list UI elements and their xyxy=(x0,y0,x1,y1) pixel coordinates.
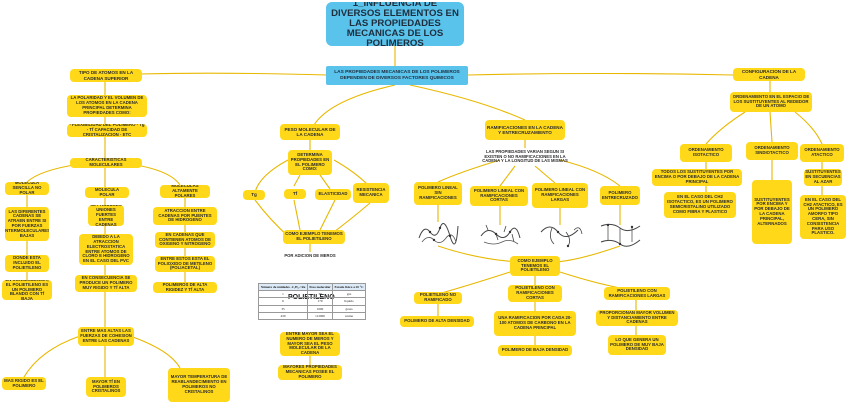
table-header: Estado físico a 20 °C xyxy=(332,282,366,292)
atraccion-cloro-node: DEBIDO A LA ATRACCION ELECTROSTATICA ENT… xyxy=(79,234,133,265)
flexibilidad-node: - FLEXIBILIDAD DEL POLIMERO - Tg - Tf CA… xyxy=(67,124,147,137)
entrecruzado-node: POLIMERO ENTRECRUZADO xyxy=(600,186,640,205)
tg-node: Tg xyxy=(243,190,265,200)
sustituyentes-alternados-node: SUSTITUYENTES POR ENCIMA Y POR DEBAJO DE… xyxy=(752,180,792,244)
long-branch-polymer-illustration xyxy=(540,226,583,248)
ordenamiento-espacio-node: ORDENAMIENTO EN EL ESPACIO DE LOS SUSTIT… xyxy=(730,92,812,112)
pe-no-ramificado-node: POLIETILENO NO RAMIFICADO xyxy=(414,292,462,304)
ramificaciones-node: RAMIFICACIONES EN LA CADENA Y ENTRECRUZA… xyxy=(485,120,565,140)
todos-sustituyentes-node: TODOS LOS SUSTITUYENTES POR ENCIMA O POR… xyxy=(652,169,742,186)
table-row: 35 1000 grasa xyxy=(258,304,366,313)
table-cell: grasa xyxy=(332,304,366,313)
mayor-temperatura-node: MAYOR TEMPERATURA DE REABLANDECIMIENTO E… xyxy=(168,368,230,402)
mayores-propiedades-node: MAYORES PROPIEDADES MECANICAS POSEE EL P… xyxy=(278,365,342,380)
polaridad-node: LA POLARIDAD Y EL VOLUMEN DE LOS ATOMOS … xyxy=(67,95,147,117)
donde-esta-node: DONDE ESTA INCLUIDO EL POLIETILENO xyxy=(5,255,49,272)
table-cell: resina xyxy=(332,311,366,320)
caso-ch2-atactico-node: EN EL CASO DEL CH2 ATACTICO, ES UN POLIM… xyxy=(800,195,846,239)
determina-node: DETERMINA PROPIEDADES EN EL POLIMERO COM… xyxy=(288,150,332,175)
isotactico-node: ORDENAMIENTO ISOTACTICO xyxy=(680,144,732,162)
baja-densidad-node: POLIMERO DE BAJA DENSIDAD xyxy=(498,345,572,356)
caracteristicas-node: CARACTERISTICAS MOLECULARES xyxy=(70,158,142,168)
mayor-peso-node: ENTRE MAYOR SEA EL NUMERO DE MEROS Y MAY… xyxy=(280,332,340,356)
table-row: 430 112000 resina xyxy=(258,311,366,320)
tipo-atomos-node: TIPO DE ATOMOS EN LA CADENA SUPERIOR xyxy=(70,69,142,82)
table-row: 1 30 gas xyxy=(258,290,366,299)
lineal-cortas-node: POLIMERO LINEAL CON RAMIFICACIONES CORTA… xyxy=(470,186,528,206)
caso-ch2-isotactico-node: EN EL CASO DEL CH2 ISOTACTICO, ES UN POL… xyxy=(664,192,736,218)
crosslinked-polymer-illustration xyxy=(600,223,641,247)
lineal-largas-node: POLIMERO LINEAL CON RAMIFICACIONES LARGA… xyxy=(532,183,588,208)
short-branch-polymer-illustration xyxy=(480,224,521,245)
sindiotactico-node: ORDENAMIENTO SINDIOTACTICO xyxy=(746,142,798,160)
polietileno-table: Número de unidades -C₂H₄-/ Re Peso molec… xyxy=(258,282,366,320)
resistencia-node: RESISTENCIA MECANICA xyxy=(353,183,389,203)
puentes-hidrogeno-node: ATRACCION ENTRE CADENAS POR PUENTES DE H… xyxy=(153,207,217,225)
consecuencia-rigido-node: EN CONSECUENCIA SE PRODUCE UN POLIMERO M… xyxy=(75,275,137,292)
lineal-sin-node: POLIMERO LINEAL SIN RAMIFICACIONES xyxy=(414,182,462,205)
map-title: 1_INFLUENCIA DE DIVERSOS ELEMENTOS EN LA… xyxy=(326,2,464,46)
oxigeno-nitrogeno-node: EN CADENAS QUE CONTIENEN ATOMOS DE OXIGE… xyxy=(155,232,215,248)
table-cell: líquido xyxy=(332,297,366,306)
poliacetal-node: ENTRE ESTOS ESTA EL POLIOXIDO DE METILEN… xyxy=(155,256,215,272)
configuracion-node: CONFIGURACION DE LA CADENA xyxy=(733,68,805,81)
elasticidad-node: ELASTICIDAD xyxy=(315,189,351,200)
pe-cortas-node: POLIETILENO CON RAMIFICACIONES CORTAS xyxy=(508,285,562,302)
ejemplo-ramificaciones-node: COMO EJEMPLO TENEMOS EL POLIETILENO xyxy=(510,256,560,276)
table-cell: 1000 xyxy=(306,304,334,313)
table-cell: gas xyxy=(332,290,366,299)
proporcionan-node: PROPORCIONAN MAYOR VOLUMEN Y DISTANCIAMI… xyxy=(596,310,678,326)
table-header: Peso molecular xyxy=(306,282,334,292)
mas-rigido-node: MAS RIGIDO ES EL POLIMERO xyxy=(2,377,46,390)
pe-largas-node: POLIETILENO CON RAMIFICACIONES LARGAS xyxy=(604,287,670,300)
molecula-polar-node: MOLECULA POLAR xyxy=(85,187,129,198)
table-row: 6 170 líquido xyxy=(258,297,366,306)
secuencias-azar-node: SUSTITUYENTES EN SECUENCIAS AL AZAR xyxy=(804,169,842,186)
consecuencia-blando-node: EN CONSECUENCIA, EL POLIETILENO ES UN PO… xyxy=(2,280,52,300)
table-header: Número de unidades -C₂H₄-/ Re xyxy=(258,282,308,292)
tf-node: Tf xyxy=(284,189,306,199)
peso-molecular-node: PESO MOLECULAR DE LA CADENA xyxy=(280,124,340,140)
molecula-sencilla-node: MOLECULA SENCILLA NO POLAR xyxy=(5,182,49,195)
una-ramificacion-node: UNA RAMIFICACION POR CADA 20-100 ATOMOS … xyxy=(494,311,576,336)
fuerzas-cohesion-node: ENTRE MAS ALTAS LAS FUERZAS DE COHESION … xyxy=(78,327,134,346)
table-cell: 35 xyxy=(258,304,308,313)
altamente-polares-node: MOLECULAS ALTAMENTE POLARES xyxy=(160,185,210,198)
table-cell: 6 xyxy=(258,297,308,306)
table-cell: 1 xyxy=(258,290,308,299)
alta-densidad-node: POLIMERO DE ALTA DENSIDAD xyxy=(400,316,474,327)
atactico-node: ORDENAMIENTO ATACTICO xyxy=(800,144,844,162)
main-topic-node: LAS PROPIEDADES MECANICAS DE LOS POLIMER… xyxy=(326,66,468,85)
mayor-tf-node: MAYOR Tf EN POLIMEROS CRISTALINOS xyxy=(86,377,126,397)
table-cell: 170 xyxy=(306,297,334,306)
linear-polymer-illustration xyxy=(418,223,459,245)
polimeros-alta-node: POLIMEROS DE ALTA RIGIDEZ Y Tf ALTA xyxy=(153,282,217,293)
table-cell: 430 xyxy=(258,311,308,320)
por-adicion-label: POR ADICION DE MEROS xyxy=(284,252,336,258)
muy-baja-densidad-node: LO QUE GENERA UN POLIMERO DE MUY BAJA DE… xyxy=(608,335,666,355)
varian-label: LAS PROPIEDADES VARIAN SEGUN SI EXISTEN … xyxy=(482,148,568,164)
cadenas-diferentes-node: LAS DIFERENTES CADENAS SE ATRAEN ENTRE S… xyxy=(5,207,49,241)
table-cell: 30 xyxy=(306,290,334,299)
uniones-fuertes-node: SE PRODUCEN UNIONES FUERTES ENTRE CADENA… xyxy=(88,205,124,226)
table-cell: 112000 xyxy=(306,311,334,320)
ejemplo-polietileno-node: COMO EJEMPLO TENEMOS EL POLIETILENO xyxy=(283,230,345,244)
